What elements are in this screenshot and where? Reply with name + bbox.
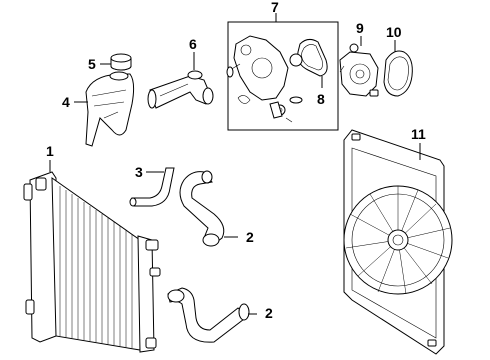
callout-5: 5: [88, 56, 96, 72]
callout-1: 1: [46, 143, 54, 159]
expansion-tank: [85, 71, 135, 147]
callout-labels: 1 2 2 3 4 5 6 7 8 9 10 11: [46, 0, 426, 321]
water-pump-gasket: [383, 50, 413, 97]
callout-10: 10: [386, 24, 402, 40]
lower-radiator-hose: [167, 287, 250, 343]
leader-lines: [49, 13, 421, 315]
upper-radiator-hose: [179, 170, 225, 247]
bypass-hose: [129, 167, 175, 207]
callout-2-upper: 2: [246, 229, 254, 245]
radiator: [23, 171, 161, 353]
expansion-tank-cap: [110, 53, 132, 71]
thermostat-housing-group: [226, 21, 339, 131]
callout-4: 4: [62, 94, 70, 110]
callout-2-lower: 2: [265, 305, 273, 321]
coolant-pipe: [147, 70, 214, 109]
callout-3: 3: [135, 164, 143, 180]
callout-7: 7: [271, 0, 279, 15]
cooling-fan-shroud: [343, 129, 453, 355]
callout-6: 6: [189, 36, 197, 52]
water-pump: [339, 43, 379, 97]
callout-8: 8: [317, 91, 325, 107]
callout-9: 9: [356, 20, 364, 36]
callout-11: 11: [411, 126, 426, 142]
